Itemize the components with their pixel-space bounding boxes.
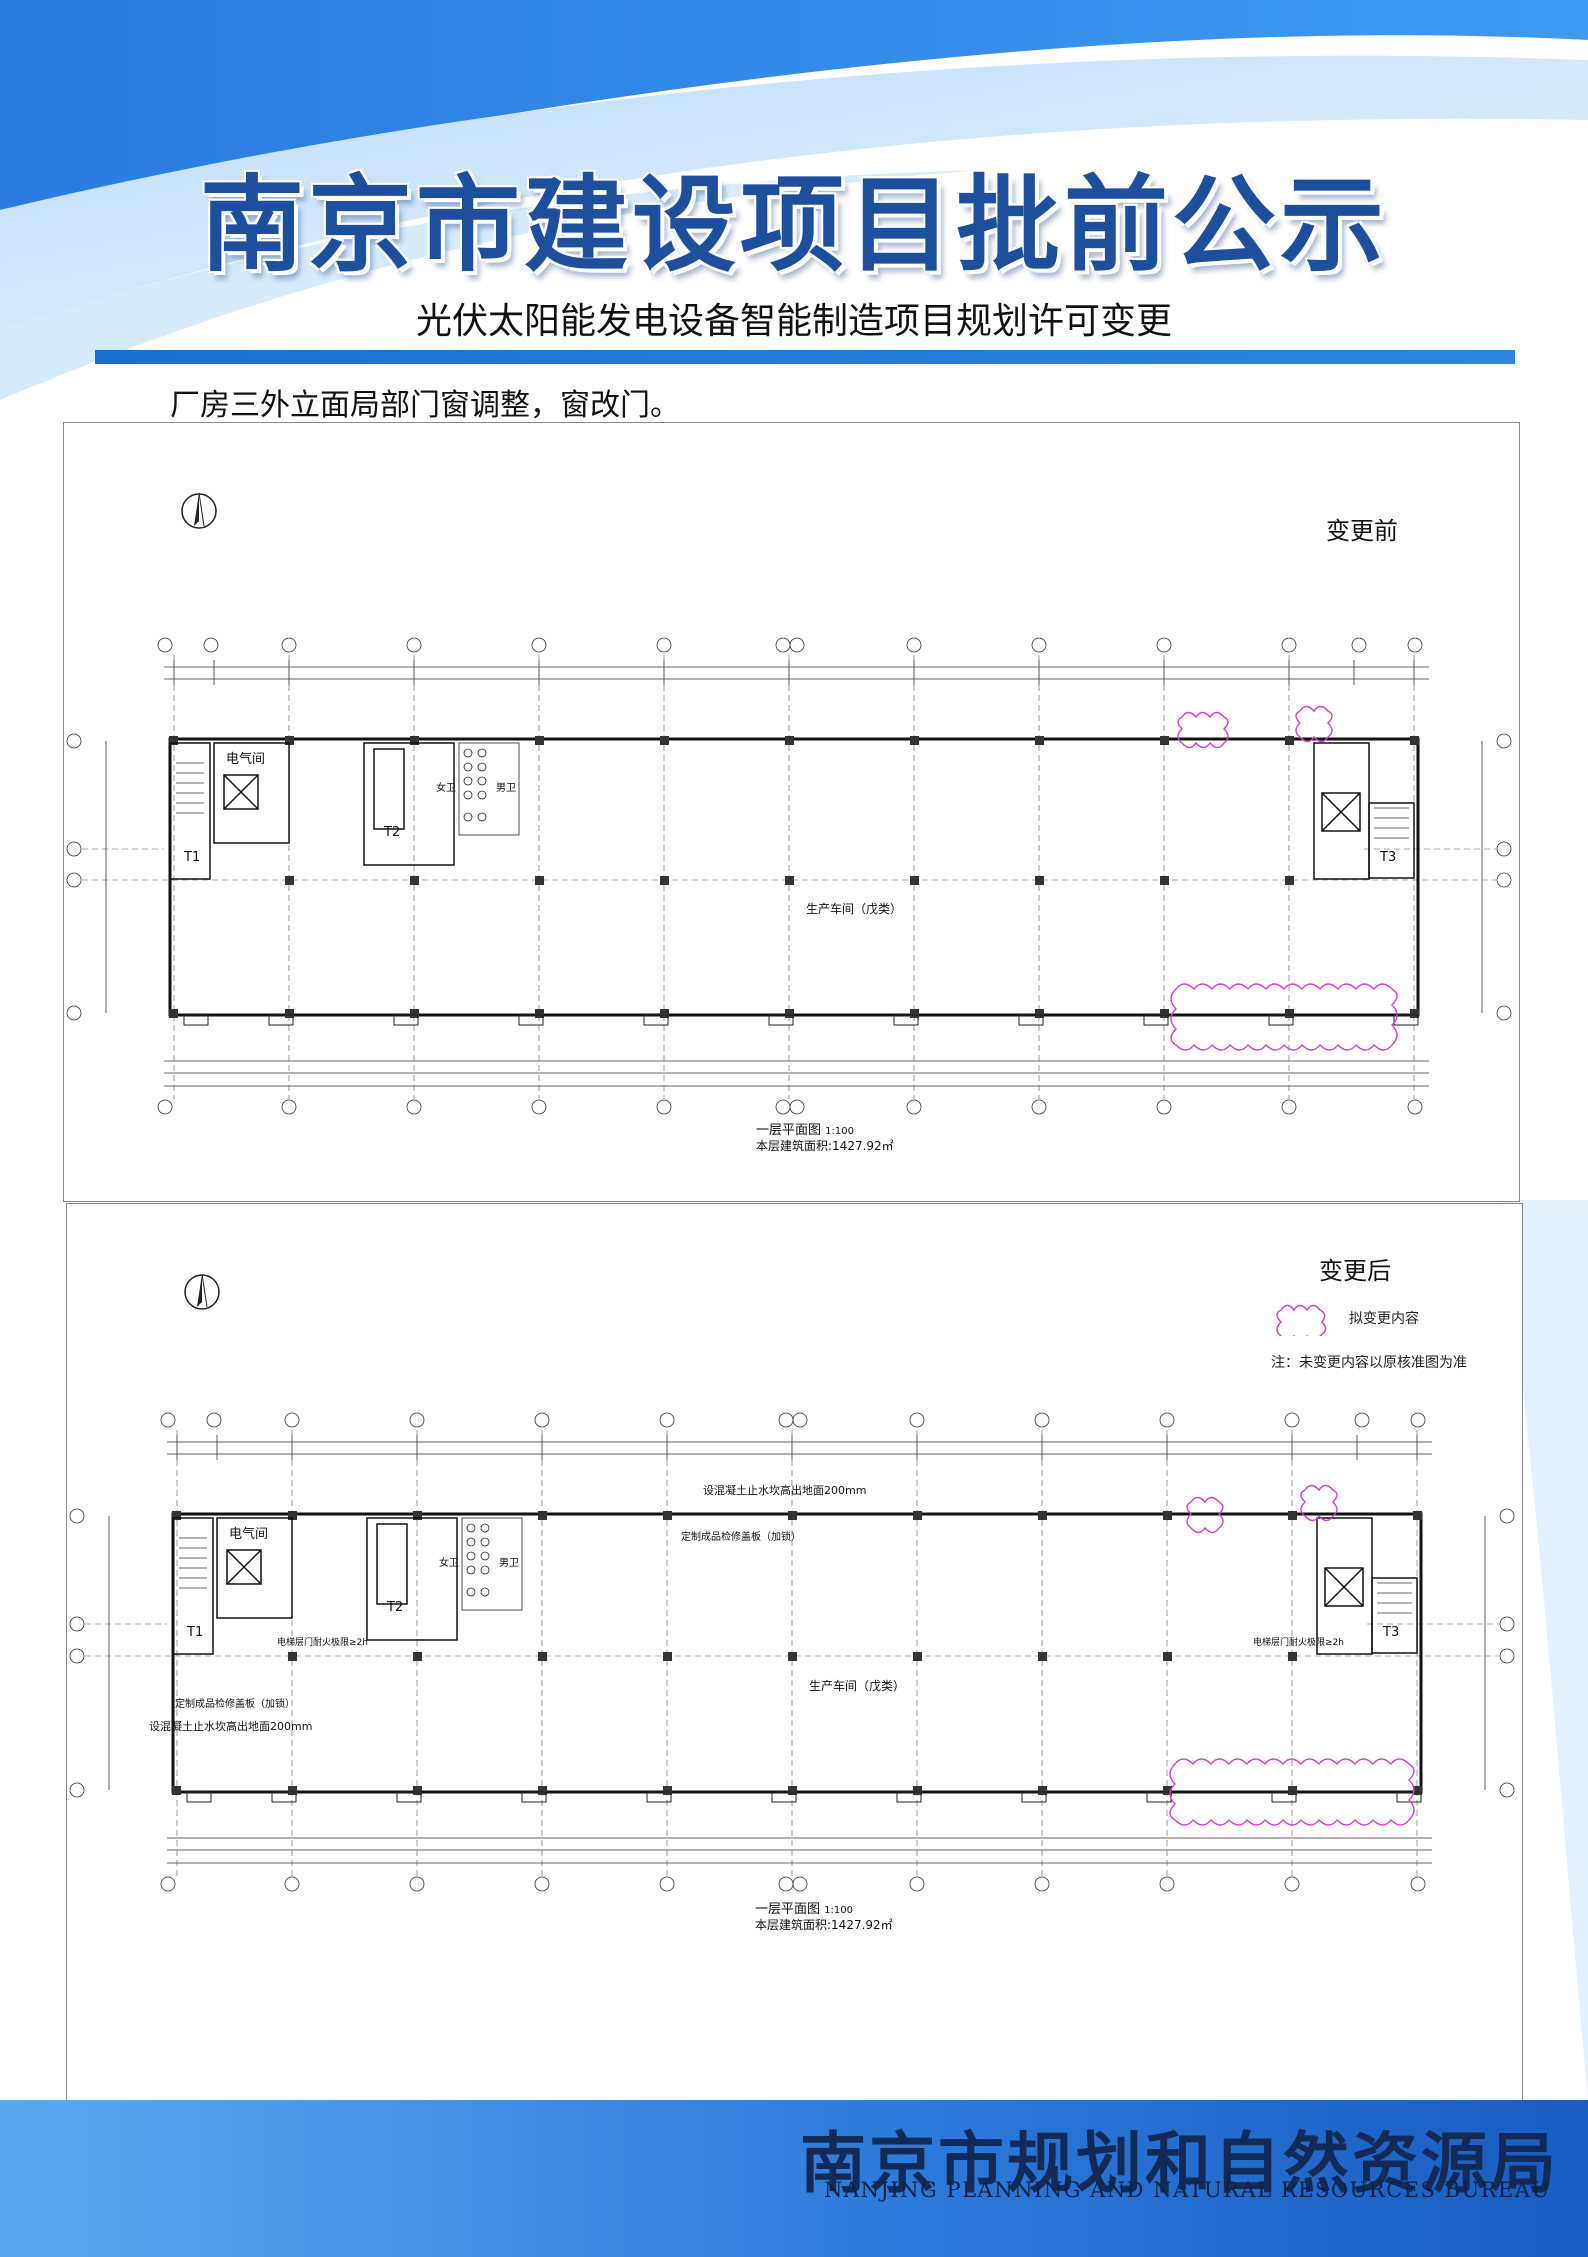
label-t2-before: T2 — [383, 825, 400, 840]
annotation-service-cover-1: 定制成品检修盖板（加锁） — [681, 1530, 801, 1543]
plan-title-before: 一层平面图 1:100 — [756, 1123, 854, 1138]
annotation-service-cover-2: 定制成品检修盖板（加锁） — [175, 1697, 295, 1710]
annotation-water-curb-1: 设混凝土止水坎高出地面200mm — [703, 1483, 866, 1497]
label-workshop-after: 生产车间（戊类） — [809, 1678, 905, 1693]
note-text: 注：未变更内容以原核准图为准 — [1271, 1355, 1467, 1371]
north-arrow-icon — [181, 492, 217, 529]
annotation-water-curb-2: 设混凝土止水坎高出地面200mm — [149, 1719, 312, 1733]
plan-title-after: 一层平面图 1:100 — [755, 1902, 853, 1917]
label-t1-before: T1 — [183, 850, 200, 865]
floor-plan-after-drawing: 电气间 T1 T2 T3 女卫 男卫 生产车间（戊类） 设混凝土止水坎高出地面2… — [69, 1273, 1515, 1892]
footer-org-name: 南京市规划和自然资源局 — [800, 2124, 1559, 2202]
project-subtitle: 光伏太阳能发电设备智能制造项目规划许可变更 — [415, 301, 1172, 342]
floor-plan-before-panel: 变更前 — [63, 422, 1520, 1202]
floor-plan-after-panel: 变更后 拟变更内容 注：未变更内容以原核准图为准 — [66, 1203, 1523, 2103]
label-male-wc-before: 男卫 — [496, 782, 516, 794]
label-t2-after: T2 — [386, 1600, 403, 1615]
plan-area-after: 本层建筑面积:1427.92㎡ — [755, 1918, 893, 1932]
label-electric-room-before: 电气间 — [226, 751, 265, 767]
revision-cloud-legend-icon — [1276, 1304, 1327, 1336]
label-female-wc-after: 女卫 — [439, 1556, 459, 1569]
plan-area-before: 本层建筑面积:1427.92㎡ — [756, 1139, 894, 1153]
label-t1-after: T1 — [186, 1625, 203, 1640]
label-male-wc-after: 男卫 — [499, 1557, 519, 1569]
footer-org-name-en: NANJING PLANNING AND NATURAL RESOURCES B… — [824, 2178, 1551, 2202]
legend-label: 拟变更内容 — [1349, 1311, 1419, 1327]
label-workshop-before: 生产车间（戊类） — [806, 901, 902, 916]
north-arrow-icon — [184, 1273, 220, 1310]
annotation-elevator-door-2: 电梯层门耐火极限≥2h — [1253, 1636, 1344, 1648]
label-t3-before: T3 — [1379, 850, 1396, 865]
floor-plan-before-drawing: 电气间 T1 T2 T3 女卫 男卫 生产车间（戊类） — [66, 492, 1512, 1115]
stage-label-before: 变更前 — [1326, 517, 1398, 545]
title-divider — [95, 350, 1515, 364]
page-title: 南京市建设项目批前公示 — [199, 163, 1388, 286]
annotation-elevator-door-1: 电梯层门耐火极限≥2h — [277, 1636, 368, 1648]
change-description: 厂房三外立面局部门窗调整，窗改门。 — [170, 388, 680, 423]
stage-label-after: 变更后 — [1319, 1257, 1391, 1285]
label-female-wc-before: 女卫 — [436, 781, 456, 794]
label-t3-after: T3 — [1382, 1625, 1399, 1640]
label-electric-room-after: 电气间 — [229, 1526, 268, 1542]
footer-band — [0, 2100, 1588, 2257]
